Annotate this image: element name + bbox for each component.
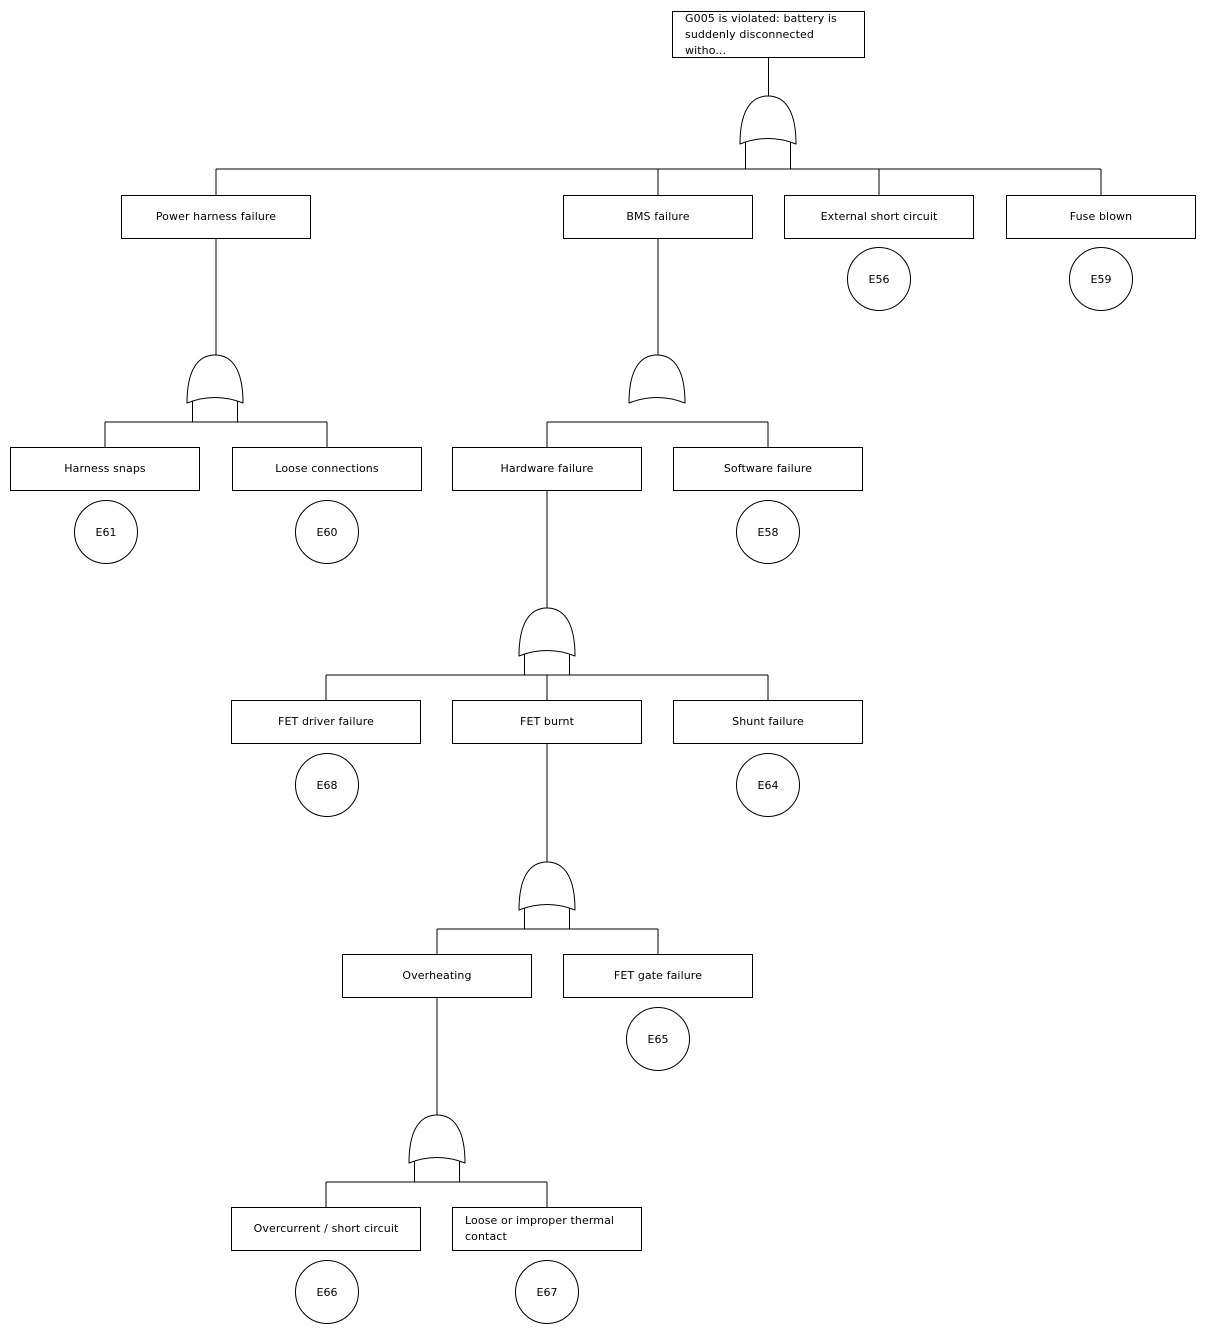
node-overheating[interactable]: Overheating xyxy=(342,954,532,998)
basic-event-label-e61: E61 xyxy=(95,525,117,539)
node-label-bms-failure: BMS failure xyxy=(626,210,690,223)
gate-overheating-or-shape xyxy=(408,1114,466,1164)
node-label-hardware-failure: Hardware failure xyxy=(500,462,594,475)
basic-event-label-e66: E66 xyxy=(316,1285,338,1299)
basic-event-label-e68: E68 xyxy=(316,778,338,792)
node-top-event[interactable]: G005 is violated: battery is suddenly di… xyxy=(672,11,865,58)
node-overcurrent-short-circuit[interactable]: Overcurrent / short circuit xyxy=(231,1207,421,1251)
node-label-loose-connections: Loose connections xyxy=(275,462,379,475)
node-external-short-circuit[interactable]: External short circuit xyxy=(784,195,974,239)
basic-event-e64[interactable]: E64 xyxy=(736,753,800,817)
node-fet-gate-failure[interactable]: FET gate failure xyxy=(563,954,753,998)
node-label-fet-driver-failure: FET driver failure xyxy=(278,715,374,728)
node-label-shunt-failure: Shunt failure xyxy=(732,715,804,728)
basic-event-label-e58: E58 xyxy=(757,525,779,539)
basic-event-e68[interactable]: E68 xyxy=(295,753,359,817)
node-harness-snaps[interactable]: Harness snaps xyxy=(10,447,200,491)
node-fet-burnt[interactable]: FET burnt xyxy=(452,700,642,744)
node-label-fet-burnt: FET burnt xyxy=(520,715,574,728)
gate-top-event-or-shape xyxy=(739,95,797,145)
node-label-overheating: Overheating xyxy=(402,969,472,982)
basic-event-label-e59: E59 xyxy=(1090,272,1112,286)
node-label-software-failure: Software failure xyxy=(723,462,813,475)
basic-event-e66[interactable]: E66 xyxy=(295,1260,359,1324)
basic-event-e60[interactable]: E60 xyxy=(295,500,359,564)
node-fet-driver-failure[interactable]: FET driver failure xyxy=(231,700,421,744)
gate-hardware-failure-or-shape xyxy=(518,607,576,657)
node-bms-failure[interactable]: BMS failure xyxy=(563,195,753,239)
node-power-harness-failure[interactable]: Power harness failure xyxy=(121,195,311,239)
basic-event-e67[interactable]: E67 xyxy=(515,1260,579,1324)
node-label-top-event: G005 is violated: battery is suddenly di… xyxy=(685,11,837,57)
basic-event-label-e67: E67 xyxy=(536,1285,558,1299)
gate-power-harness-failure-or-shape xyxy=(186,354,244,404)
node-shunt-failure[interactable]: Shunt failure xyxy=(673,700,863,744)
node-label-fuse-blown: Fuse blown xyxy=(1069,210,1133,223)
basic-event-e61[interactable]: E61 xyxy=(74,500,138,564)
basic-event-e65[interactable]: E65 xyxy=(626,1007,690,1071)
node-label-external-short-circuit: External short circuit xyxy=(820,210,938,223)
node-label-fet-gate-failure: FET gate failure xyxy=(613,969,703,982)
gate-bms-failure-or-shape xyxy=(628,354,686,404)
node-software-failure[interactable]: Software failure xyxy=(673,447,863,491)
gate-fet-burnt-or-shape xyxy=(518,861,576,911)
basic-event-e56[interactable]: E56 xyxy=(847,247,911,311)
basic-event-label-e65: E65 xyxy=(647,1032,669,1046)
basic-event-label-e56: E56 xyxy=(868,272,890,286)
node-fuse-blown[interactable]: Fuse blown xyxy=(1006,195,1196,239)
node-label-harness-snaps: Harness snaps xyxy=(64,462,146,475)
node-label-power-harness-failure: Power harness failure xyxy=(155,210,277,223)
node-label-loose-improper-thermal-contact: Loose or improper thermal contact xyxy=(465,1214,615,1243)
basic-event-label-e60: E60 xyxy=(316,525,338,539)
node-loose-connections[interactable]: Loose connections xyxy=(232,447,422,491)
node-label-overcurrent-short-circuit: Overcurrent / short circuit xyxy=(253,1222,399,1235)
basic-event-e59[interactable]: E59 xyxy=(1069,247,1133,311)
node-loose-improper-thermal-contact[interactable]: Loose or improper thermal contact xyxy=(452,1207,642,1251)
basic-event-label-e64: E64 xyxy=(757,778,779,792)
basic-event-e58[interactable]: E58 xyxy=(736,500,800,564)
node-hardware-failure[interactable]: Hardware failure xyxy=(452,447,642,491)
